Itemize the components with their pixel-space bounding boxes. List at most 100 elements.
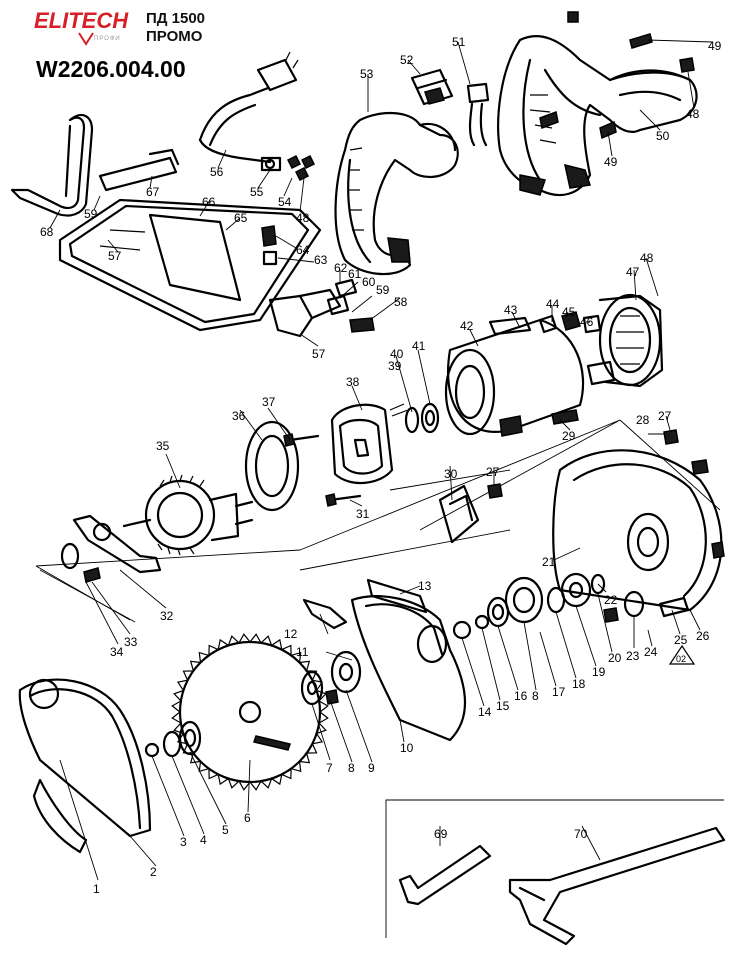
brand-name: ELITECH: [34, 8, 129, 33]
callout-32: 32: [160, 609, 174, 623]
callout-46: 46: [580, 315, 594, 329]
lever-12: [302, 598, 348, 630]
callout-29: 29: [562, 429, 576, 443]
callout-21: 21: [542, 555, 556, 569]
spindle-parts-14-25: [452, 572, 690, 640]
base-plate-66: [58, 198, 322, 332]
assembly-axis-lines: [35, 419, 721, 623]
model-variant: ПРОМО: [146, 28, 203, 45]
callout-24: 24: [644, 645, 658, 659]
callout-48b: 48: [686, 107, 700, 121]
callout-16: 16: [514, 689, 528, 703]
callout-labels: 1 2 3 4 5 6 7 8 9 10 11 12 13 14 15 16 1…: [40, 35, 722, 896]
callout-57b: 57: [312, 347, 326, 361]
brand-subline: ПРОФИ: [94, 36, 121, 42]
callout-68: 68: [40, 225, 54, 239]
callout-67: 67: [146, 185, 160, 199]
parallel-guide-68: [10, 113, 94, 217]
callout-58: 58: [394, 295, 408, 309]
callout-42: 42: [460, 319, 474, 333]
callout-49b: 49: [604, 155, 618, 169]
callout-53: 53: [360, 67, 374, 81]
callout-69: 69: [434, 827, 448, 841]
callout-54: 54: [278, 195, 292, 209]
callout-35: 35: [156, 439, 170, 453]
small-parts-27-29: [487, 409, 679, 499]
callout-48a: 48: [640, 251, 654, 265]
callout-63: 63: [314, 253, 328, 267]
leader-lines: [49, 39, 713, 881]
callout-23: 23: [626, 649, 640, 663]
callout-4: 4: [200, 833, 207, 847]
callout-10: 10: [400, 741, 414, 755]
callout-45: 45: [562, 305, 576, 319]
callout-64: 64: [296, 243, 310, 257]
callout-60: 60: [362, 275, 376, 289]
callout-65: 65: [234, 211, 248, 225]
callout-33: 33: [124, 635, 138, 649]
callout-61: 61: [348, 267, 362, 281]
rear-handle-53: [334, 111, 459, 276]
callout-38: 38: [346, 375, 360, 389]
callout-31: 31: [356, 507, 370, 521]
callout-50: 50: [656, 129, 670, 143]
baffle-36: [244, 420, 300, 512]
lower-blade-guard-1-2: [18, 678, 152, 854]
upper-guard-26: [552, 449, 725, 612]
spanner-70: [508, 826, 726, 946]
long-screws-37-31: [283, 433, 362, 507]
callout-8a: 8: [348, 761, 355, 775]
brand-logo: ELITECH ПРОФИ: [34, 8, 144, 54]
screw-set-handle: [539, 11, 695, 140]
callout-11: 11: [296, 645, 309, 659]
switch-part-52: [410, 68, 454, 106]
callout-14: 14: [478, 705, 492, 719]
callout-62: 62: [334, 261, 348, 275]
power-cord-56: [198, 51, 299, 164]
callout-27b: 27: [658, 409, 672, 423]
armature-35: [122, 474, 254, 556]
callout-41: 41: [412, 339, 426, 353]
cord-clamp-55: [260, 156, 282, 172]
part-30: [438, 484, 480, 544]
bracket-32-33-34: [60, 514, 162, 583]
tools-box: [385, 799, 724, 938]
callout-48c: 48: [296, 211, 310, 225]
callout-51: 51: [452, 35, 466, 49]
logo-chevron-icon: [78, 32, 94, 46]
callout-7: 7: [326, 761, 333, 775]
callout-57a: 57: [108, 249, 122, 263]
callout-47: 47: [626, 265, 640, 279]
callout-19: 19: [592, 665, 606, 679]
stator-38: [330, 403, 409, 485]
callout-12: 12: [284, 627, 298, 641]
drawing-number: W2206.004.00: [36, 56, 186, 82]
callout-25: 25: [674, 633, 688, 647]
callout-17: 17: [552, 685, 566, 699]
callout-34: 34: [110, 645, 124, 659]
callout-59a: 59: [84, 207, 98, 221]
callout-40: 40: [390, 347, 404, 361]
callout-28: 28: [636, 413, 650, 427]
callout-27a: 27: [486, 465, 500, 479]
callout-44: 44: [546, 297, 560, 311]
callout-37: 37: [262, 395, 276, 409]
callout-43: 43: [504, 303, 518, 317]
handle-housing: [497, 35, 698, 197]
callout-36: 36: [232, 409, 246, 423]
callout-13: 13: [418, 579, 432, 593]
callout-55: 55: [250, 185, 264, 199]
callout-39: 39: [388, 359, 402, 373]
motor-housing-42: [444, 316, 585, 437]
bracket-parts-58-64: [261, 225, 375, 333]
hex-key-69: [398, 844, 492, 906]
callout-9: 9: [368, 761, 375, 775]
fan-housing-47: [598, 293, 664, 388]
callout-15: 15: [496, 699, 510, 713]
callout-02: 02: [676, 654, 686, 664]
callout-1: 1: [93, 882, 100, 896]
guide-bar-67: [98, 148, 180, 192]
callout-52: 52: [400, 53, 414, 67]
